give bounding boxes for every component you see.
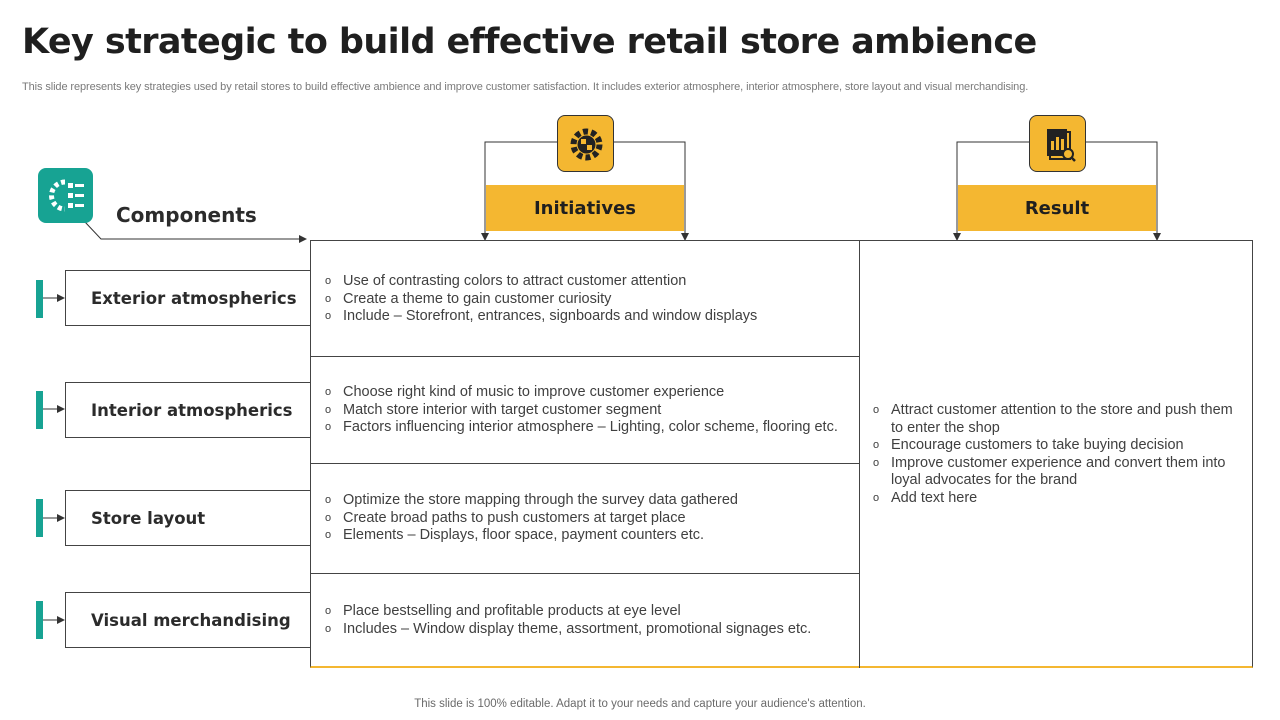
list-item: Includes – Window display theme, assortm… [325, 621, 811, 639]
settings-list-icon [38, 168, 93, 223]
list-item: Place bestselling and profitable product… [325, 603, 811, 621]
component-store-layout: Store layout [65, 490, 311, 546]
list-item: Optimize the store mapping through the s… [325, 492, 738, 510]
list-item: Create a theme to gain customer curiosit… [325, 291, 757, 309]
list-item: Use of contrasting colors to attract cus… [325, 273, 757, 291]
component-visual-merchandising: Visual merchandising [65, 592, 311, 648]
list-item: Factors influencing interior atmosphere … [325, 419, 838, 437]
list-item: Elements – Displays, floor space, paymen… [325, 527, 738, 545]
row-divider [310, 463, 860, 464]
initiatives-list-visual-merchandising: Place bestselling and profitable product… [325, 603, 811, 638]
page-title: Key strategic to build effective retail … [22, 22, 1037, 62]
list-item: Choose right kind of music to improve cu… [325, 384, 838, 402]
list-item: Create broad paths to push customers at … [325, 510, 738, 528]
teal-marker [36, 499, 43, 537]
result-list: Attract customer attention to the store … [873, 402, 1243, 508]
initiatives-list-interior: Choose right kind of music to improve cu… [325, 384, 838, 437]
component-exterior-atmospherics: Exterior atmospherics [65, 270, 311, 326]
list-item: Improve customer experience and convert … [873, 455, 1243, 490]
list-item: Match store interior with target custome… [325, 402, 838, 420]
initiatives-list-exterior: Use of contrasting colors to attract cus… [325, 273, 757, 326]
page-subtitle: This slide represents key strategies use… [22, 81, 1029, 93]
row-divider [310, 573, 860, 574]
initiatives-list-store-layout: Optimize the store mapping through the s… [325, 492, 738, 545]
strategy-table [310, 240, 1253, 668]
gear-puzzle-icon [557, 115, 614, 172]
report-chart-icon [1029, 115, 1086, 172]
list-item: Attract customer attention to the store … [873, 402, 1243, 437]
result-header: Result [958, 185, 1156, 231]
column-divider [859, 240, 860, 668]
teal-marker [36, 280, 43, 318]
list-item: Add text here [873, 490, 1243, 508]
list-item: Encourage customers to take buying decis… [873, 437, 1243, 455]
teal-marker [36, 391, 43, 429]
row-divider [310, 356, 860, 357]
components-heading: Components [116, 203, 257, 227]
teal-marker [36, 601, 43, 639]
list-item: Include – Storefront, entrances, signboa… [325, 308, 757, 326]
component-interior-atmospherics: Interior atmospherics [65, 382, 311, 438]
footer-note: This slide is 100% editable. Adapt it to… [414, 698, 866, 710]
initiatives-header: Initiatives [486, 185, 684, 231]
